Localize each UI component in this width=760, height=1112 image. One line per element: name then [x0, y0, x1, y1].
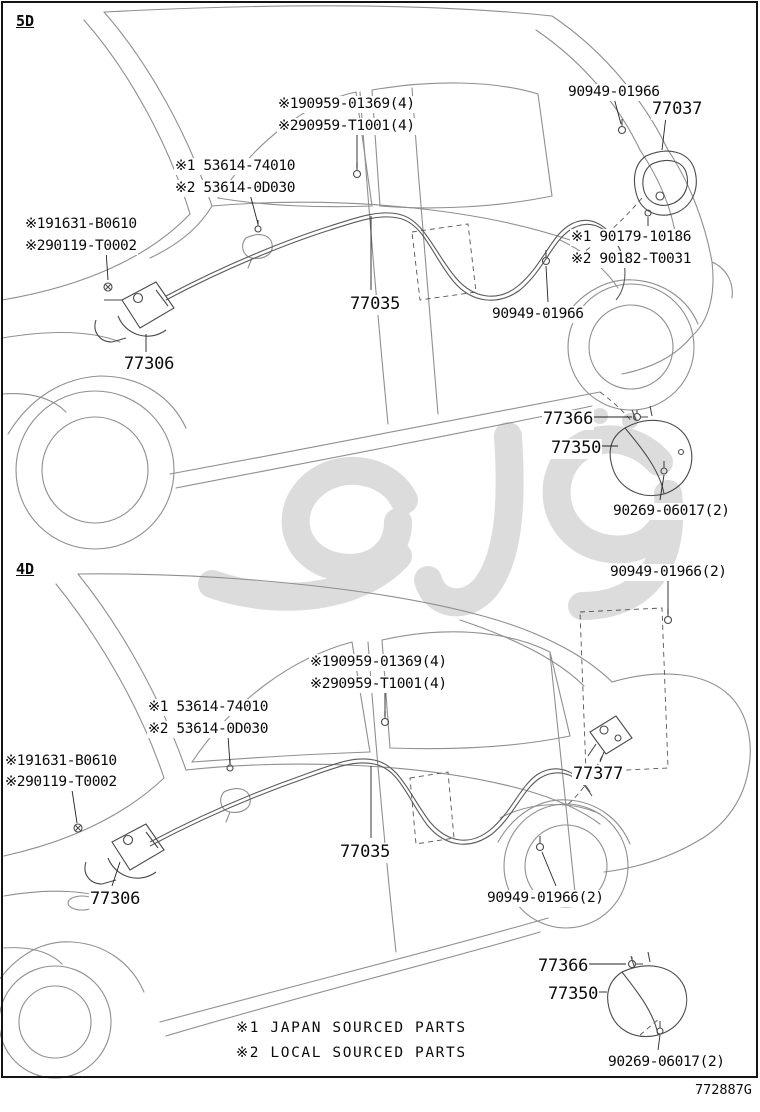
legend-line-1: ※1 JAPAN SOURCED PARTS [236, 1020, 467, 1036]
figure-code: 772887G [695, 1082, 752, 1098]
part-label: ※190959-01369(4) [309, 654, 448, 671]
part-label: ※1 53614-74010 [174, 158, 297, 175]
part-label: 77366 [537, 956, 590, 977]
part-label: ※290119-T0002 [4, 774, 118, 791]
lock-cable-77377 [587, 715, 633, 757]
part-label: 77037 [651, 99, 704, 120]
lock-77306-5d [94, 281, 175, 343]
part-label: ※290959-T1001(4) [309, 676, 448, 693]
leader-lines-5d [105, 97, 667, 501]
part-label: 90949-01966 [567, 84, 661, 101]
part-label: 77035 [339, 842, 392, 863]
part-label: ※1 90179-10186 [570, 229, 693, 246]
part-label: 90949-01966(2) [609, 564, 728, 581]
part-label: 77306 [89, 889, 142, 910]
part-label: ※290119-T0002 [24, 238, 138, 255]
part-label: 90269-06017(2) [612, 503, 731, 520]
fuel-lid-77037 [633, 150, 697, 216]
part-label: 77366 [542, 409, 595, 430]
clips-5d [254, 119, 685, 475]
part-label: ※191631-B0610 [24, 216, 138, 233]
cable-77035-4d [149, 758, 593, 847]
car-5d [1, 5, 733, 550]
part-label: 77377 [572, 764, 625, 785]
part-label: ※1 53614-74010 [147, 699, 270, 716]
section-tag-4d: 4D [16, 560, 35, 578]
dashed-guides-4d [409, 607, 669, 1036]
car-4d [0, 573, 751, 1079]
part-label: ※190959-01369(4) [277, 96, 416, 113]
part-label: 90949-01966(2) [486, 890, 605, 907]
section-tag-5d: 5D [16, 12, 35, 30]
part-label: 77350 [550, 438, 603, 459]
part-label: ※290959-T1001(4) [277, 118, 416, 135]
dashed-guides-5d [411, 197, 643, 423]
part-label: 90269-06017(2) [607, 1054, 726, 1071]
part-label: 77035 [349, 294, 402, 315]
part-label: ※191631-B0610 [4, 753, 118, 770]
legend-line-2: ※2 LOCAL SOURCED PARTS [236, 1045, 467, 1061]
part-label: 77350 [547, 984, 600, 1005]
lock-77306-4d [73, 823, 165, 885]
part-label: 77306 [123, 354, 176, 375]
part-label: ※2 53614-0D030 [174, 180, 297, 197]
part-label: ※2 90182-T0031 [570, 251, 693, 268]
part-label: ※2 53614-0D030 [147, 721, 270, 738]
part-label: 90949-01966 [491, 306, 585, 323]
